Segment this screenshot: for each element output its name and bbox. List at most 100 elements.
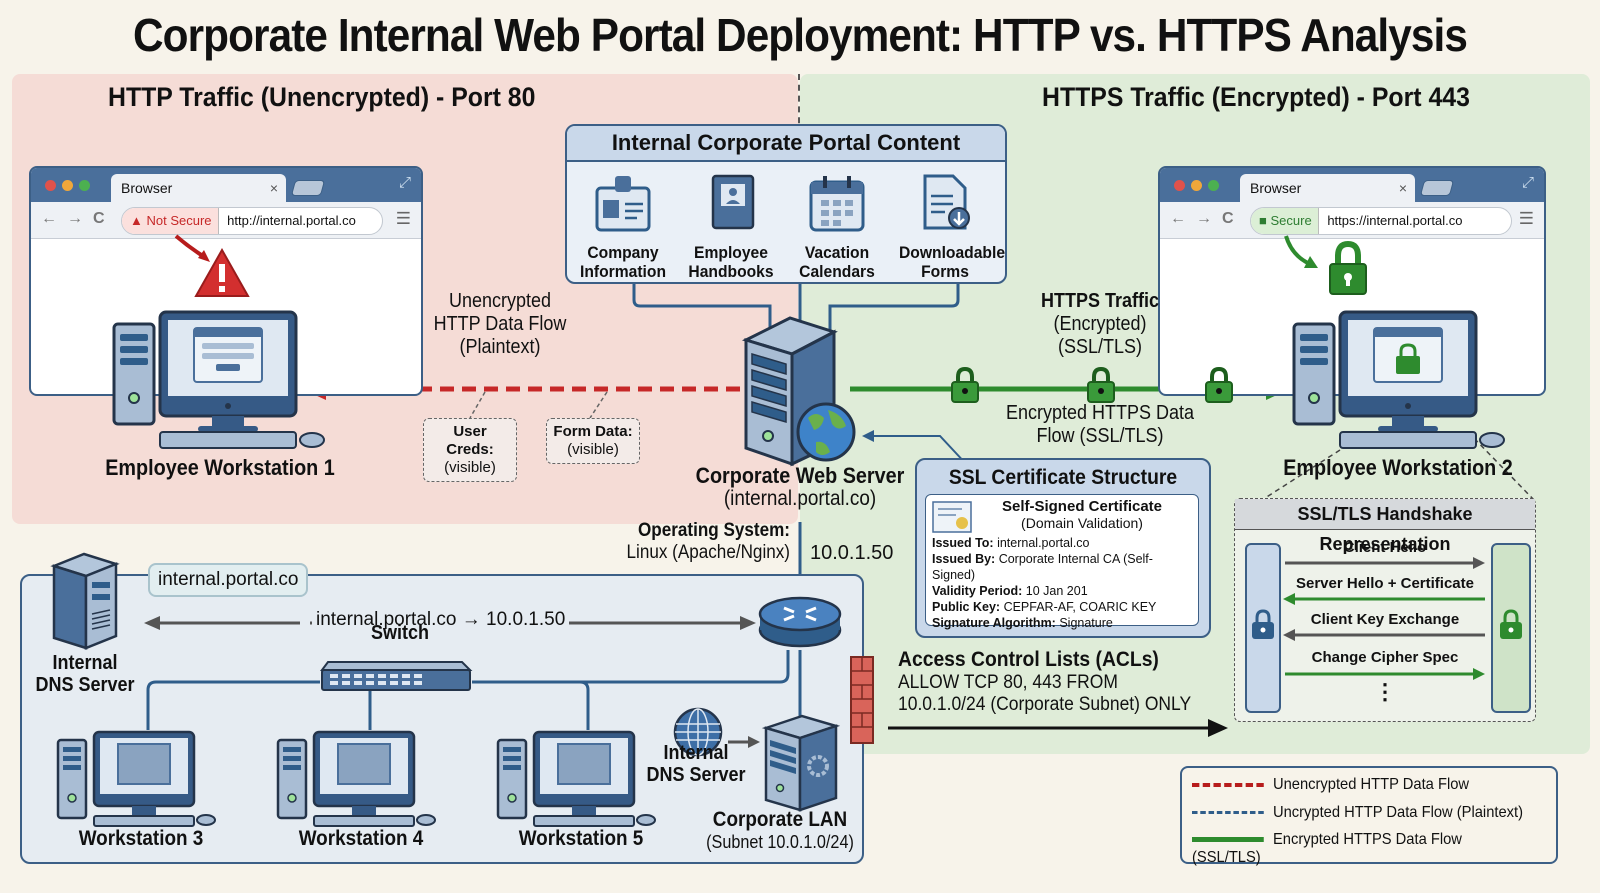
user-creds-callout: User Creds: (visible) — [423, 418, 517, 482]
calendar-icon — [809, 176, 865, 232]
server-ip: 10.0.1.50 — [810, 542, 894, 564]
legend: Unencrypted HTTP Data Flow Uncrypted HTT… — [1180, 766, 1558, 866]
portal-content-panel: Internal Corporate Portal Content Compan… — [565, 124, 1007, 284]
cert-field: Signature Algorithm: Signature — [932, 616, 1113, 630]
handshake-arrows — [1283, 557, 1485, 680]
acl-rule-line1: ALLOW TCP 80, 443 FROM — [898, 672, 1118, 693]
switch-label: Switch — [370, 622, 429, 644]
minimize-dot[interactable] — [1191, 180, 1202, 191]
firewall-icon — [850, 656, 874, 744]
dns-server-label: Internal DNS Server — [35, 652, 135, 696]
forward-icon[interactable]: → — [67, 210, 83, 227]
minimize-dot[interactable] — [62, 180, 73, 191]
legend-item-unencrypted: Unencrypted HTTP Data Flow — [1192, 776, 1469, 794]
lock-icon — [1205, 366, 1233, 403]
warning-icon: ▲ — [130, 213, 143, 228]
http-zone-title: HTTP Traffic (Unencrypted) - Port 80 — [108, 82, 536, 112]
dns-server-icon — [50, 552, 120, 650]
form-data-callout: Form Data: (visible) — [546, 418, 640, 464]
workstation-5-icon — [496, 730, 656, 827]
lock-icon — [1500, 609, 1522, 639]
zone-divider — [798, 74, 800, 134]
lock-icon — [1087, 366, 1115, 403]
handshake-client-hello: Client Hello — [1343, 539, 1427, 556]
handshake-server-hello: Server Hello + Certificate — [1295, 575, 1474, 592]
reload-icon[interactable]: C — [93, 210, 105, 227]
menu-icon[interactable]: ☰ — [395, 209, 411, 228]
corporate-lan-subnet: (Subnet 10.0.1.0/24) — [706, 832, 854, 852]
cert-title: SSL Certificate Structure — [948, 466, 1178, 489]
secure-badge[interactable]: ■ Secure — [1251, 208, 1319, 234]
close-dot[interactable] — [1174, 180, 1185, 191]
workstation-4-icon — [276, 730, 436, 827]
close-tab-icon[interactable]: × — [1398, 180, 1407, 196]
workstation-4-label: Workstation 4 — [298, 827, 424, 850]
forward-icon[interactable]: → — [1196, 210, 1212, 227]
os-label: Operating System: — [637, 520, 790, 541]
browser-tab[interactable]: Browser × — [111, 174, 286, 202]
lock-icon — [951, 366, 979, 403]
lan-server-icon — [761, 714, 841, 812]
internal-dns-label: Internal DNS Server — [646, 742, 746, 786]
handshake-title: SSL/TLS Handshake Representation — [1235, 499, 1535, 554]
cert-connector — [870, 435, 969, 467]
portal-connector-left — [632, 282, 772, 330]
handshake-client-key-exchange: Client Key Exchange — [1310, 611, 1460, 628]
lock-pointer — [1284, 235, 1367, 295]
portal-connector-right — [828, 282, 960, 330]
cert-field: Validity Period: 10 Jan 201 — [932, 584, 1088, 598]
legend-swatch-green-solid — [1192, 837, 1264, 843]
not-secure-badge[interactable]: ▲ Not Secure — [122, 208, 219, 234]
cert-validation: (Domain Validation) — [1021, 515, 1143, 531]
handshake-change-cipher-spec: Change Cipher Spec — [1311, 649, 1459, 666]
handbook-icon — [711, 174, 755, 230]
web-server-label: Corporate Web Server — [695, 463, 905, 488]
workstation-3-label: Workstation 3 — [78, 827, 204, 850]
url-text: http://internal.portal.co — [227, 213, 356, 228]
lock-icon — [1335, 240, 1361, 264]
expand-icon[interactable]: ⤢ — [398, 174, 411, 191]
cert-field: Public Key: CEPFAR-AF, COARIC KEY — [932, 600, 1157, 614]
server-pillar — [1491, 543, 1531, 713]
page-title: Corporate Internal Web Portal Deployment… — [133, 9, 1468, 61]
workstation-2-label: Employee Workstation 2 — [1283, 455, 1513, 480]
legend-item-plaintext: Uncrypted HTTP Data Flow (Plaintext) — [1192, 804, 1523, 822]
back-icon[interactable]: ← — [1170, 210, 1186, 227]
warning-pointer — [174, 234, 250, 297]
close-dot[interactable] — [45, 180, 56, 191]
https-zone-title: HTTPS Traffic (Encrypted) - Port 443 — [1042, 82, 1470, 112]
maximize-dot[interactable] — [1208, 180, 1219, 191]
close-tab-icon[interactable]: × — [269, 180, 278, 196]
legend-swatch-red-dashed — [1192, 782, 1264, 787]
address-bar[interactable]: ▲ Not Secure http://internal.portal.co — [121, 207, 383, 235]
cert-field: Issued To: internal.portal.co — [932, 536, 1090, 550]
reload-icon[interactable]: C — [1222, 210, 1234, 227]
maximize-dot[interactable] — [79, 180, 90, 191]
id-badge-icon — [595, 176, 651, 232]
download-form-icon — [923, 174, 970, 230]
cert-type: Self-Signed Certificate — [1001, 498, 1163, 515]
cert-field: Issued By: Corporate Internal CA (Self-S… — [932, 552, 1153, 582]
back-icon[interactable]: ← — [41, 210, 57, 227]
expand-icon[interactable]: ⤢ — [1521, 174, 1534, 191]
https-flow-label: HTTPS Traffic (Encrypted) (SSL/TLS) — [1040, 290, 1160, 358]
lock-icon — [1252, 609, 1274, 639]
corporate-lan-label: Corporate LAN — [712, 808, 848, 831]
acl-rule-line2: 10.0.1.0/24 (Corporate Subnet) ONLY — [898, 694, 1192, 715]
workstation-5-label: Workstation 5 — [518, 827, 644, 850]
gear-icon — [807, 755, 829, 777]
address-bar[interactable]: ■ Secure https://internal.portal.co — [1250, 207, 1512, 235]
browser-tab[interactable]: Browser × — [1240, 174, 1415, 202]
globe-icon — [673, 707, 723, 757]
workstation-1-label: Employee Workstation 1 — [105, 455, 335, 480]
client-pillar — [1245, 543, 1281, 713]
handshake-more: ⋮ — [1374, 679, 1396, 704]
legend-swatch-blue-dashed — [1192, 811, 1264, 815]
menu-icon[interactable]: ☰ — [1518, 209, 1534, 228]
os-value: Linux (Apache/Nginx) — [626, 542, 790, 563]
workstation-2-icon — [1292, 310, 1505, 449]
